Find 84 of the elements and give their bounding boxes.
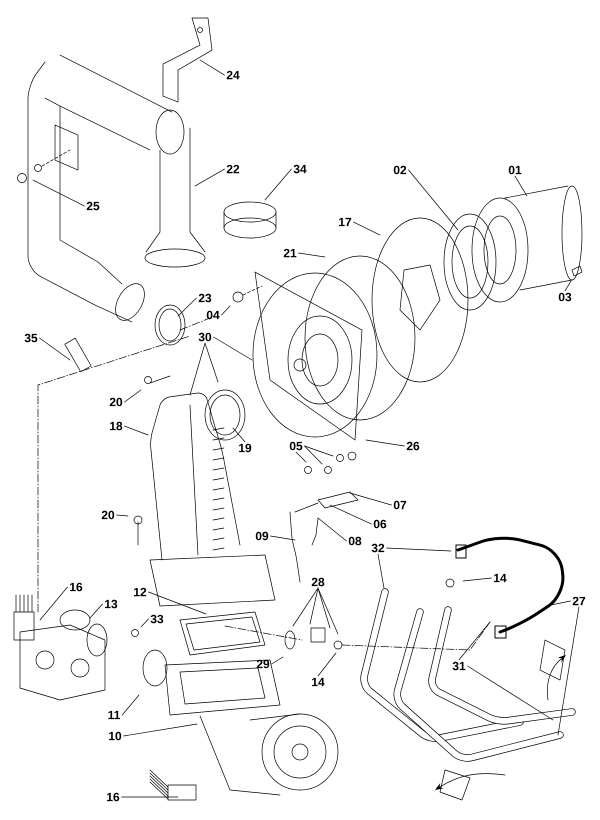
leader-line	[408, 170, 458, 230]
callout-number: 21	[284, 248, 296, 258]
leader-line	[304, 446, 334, 456]
callout-number: 27	[572, 596, 586, 606]
leader-line	[121, 796, 178, 798]
leader-line	[558, 606, 580, 736]
callout-number: 08	[348, 536, 362, 546]
leader-line	[264, 168, 292, 200]
callout-number: 28	[312, 578, 324, 586]
callout-number: 07	[394, 500, 406, 510]
callout-number: 33	[150, 614, 164, 624]
callout-number: 23	[198, 294, 212, 302]
leader-line	[318, 588, 338, 634]
leader-line	[318, 588, 330, 628]
callout-number: 11	[108, 710, 120, 720]
callout-number: 12	[134, 588, 146, 596]
callout-number: 17	[339, 218, 352, 226]
leader-line	[514, 176, 528, 196]
leader-line	[271, 656, 284, 664]
callout-number: 14	[494, 574, 507, 582]
leader-line	[318, 652, 336, 676]
leader-line	[366, 440, 405, 446]
callout-number: 31	[452, 662, 466, 670]
leader-line	[140, 618, 149, 628]
leader-line	[296, 452, 306, 462]
callout-number: 34	[294, 164, 307, 174]
leader-line	[204, 342, 218, 382]
callout-number: 03	[558, 292, 572, 302]
leader-line	[292, 588, 318, 626]
leader-line	[378, 554, 384, 588]
leader-line	[467, 666, 554, 720]
leader-line	[386, 548, 452, 552]
callout-number: 13	[105, 600, 118, 608]
callout-number: 16	[70, 582, 82, 592]
leader-line	[123, 724, 198, 736]
leader-line	[178, 298, 197, 316]
leader-line	[318, 518, 347, 542]
callout-number: 25	[86, 202, 100, 210]
leader-line	[232, 428, 246, 442]
callout-number: 09	[256, 532, 268, 540]
leader-line	[32, 180, 85, 206]
callout-number: 20	[102, 510, 114, 520]
leader-line	[298, 252, 326, 258]
leader-line	[546, 600, 571, 606]
callout-number: 18	[110, 422, 122, 430]
leader-line	[213, 336, 252, 360]
callout-number: 19	[239, 444, 252, 452]
callout-number: 06	[374, 520, 386, 528]
leader-line	[190, 342, 206, 396]
leader-line	[116, 514, 128, 516]
callout-number: 22	[226, 164, 240, 174]
leader-line	[200, 60, 225, 76]
leader-line	[330, 504, 372, 524]
leader-line	[194, 168, 225, 186]
leader-line	[39, 338, 70, 360]
callout-number: 05	[290, 442, 302, 450]
leader-line	[350, 492, 392, 506]
callout-number: 24	[226, 70, 240, 80]
leader-line	[148, 592, 206, 614]
callout-number: 04	[206, 310, 220, 320]
callout-number: 26	[406, 442, 420, 450]
leader-line	[310, 588, 318, 624]
leader-line	[221, 306, 230, 316]
leader-line	[353, 222, 380, 236]
leader-line	[270, 536, 296, 540]
callout-number: 14	[312, 678, 325, 686]
callout-number: 32	[372, 544, 384, 552]
leader-line	[564, 280, 572, 292]
callout-number: 30	[198, 332, 212, 342]
leader-line	[304, 446, 322, 464]
callout-number: 01	[508, 166, 522, 174]
callout-number: 02	[394, 166, 406, 174]
callout-number: 10	[109, 732, 122, 740]
leader-line	[124, 390, 142, 402]
callout-number: 35	[24, 334, 38, 342]
leader-line	[124, 426, 148, 436]
callout-number: 29	[256, 660, 270, 668]
leader-line	[462, 578, 492, 582]
leader-line	[90, 604, 103, 618]
leader-line	[458, 622, 490, 660]
leader-line	[122, 694, 140, 716]
leader-line	[40, 586, 68, 620]
callout-number: 16	[107, 792, 120, 802]
callout-number: 20	[110, 398, 122, 406]
